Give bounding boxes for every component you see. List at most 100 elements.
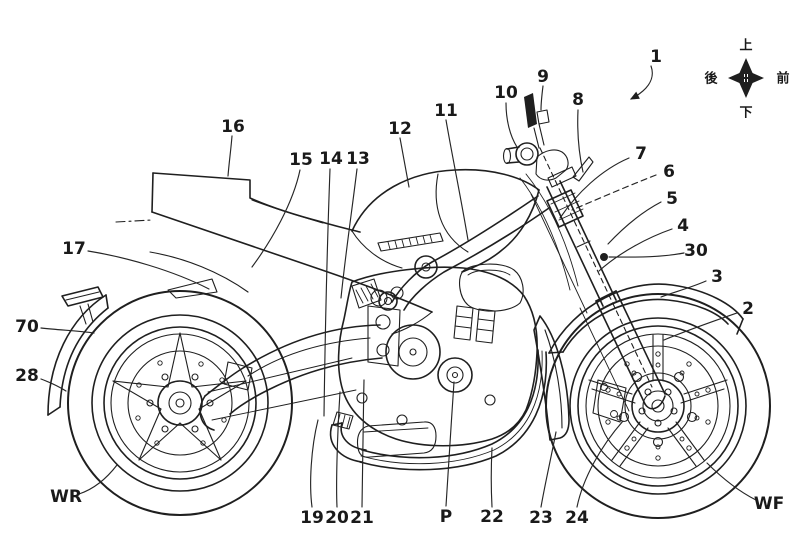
compass-rear-label: 後 bbox=[704, 71, 718, 87]
inner-fender-tip bbox=[167, 278, 218, 299]
leader-14 bbox=[323, 168, 331, 417]
leader-2 bbox=[663, 312, 738, 341]
leader-3 bbox=[660, 280, 707, 298]
throttle-body bbox=[475, 308, 496, 344]
leader-wf bbox=[706, 462, 757, 501]
leader-p bbox=[445, 381, 455, 507]
part-label-5: 5 bbox=[666, 189, 678, 209]
part-label-14: 14 bbox=[319, 149, 343, 169]
leader-13 bbox=[340, 168, 358, 299]
cylinder-block bbox=[351, 278, 382, 309]
front-hub-bolts bbox=[618, 371, 698, 448]
leader-21 bbox=[361, 379, 365, 508]
engine bbox=[337, 263, 538, 447]
airbox-cover bbox=[459, 263, 524, 312]
tail-cowl bbox=[115, 172, 433, 335]
leader-23 bbox=[540, 431, 557, 508]
front-brake-caliper bbox=[592, 379, 627, 423]
throttle-body bbox=[453, 305, 474, 341]
triple-clamp bbox=[546, 189, 584, 228]
leader-19 bbox=[310, 419, 319, 508]
part-label-28: 28 bbox=[15, 366, 39, 386]
part-label-2: 2 bbox=[742, 299, 754, 319]
part-label-11: 11 bbox=[434, 101, 458, 121]
rear-spokes bbox=[112, 332, 247, 461]
part-label-3: 3 bbox=[711, 267, 723, 287]
rear-brake-caliper bbox=[223, 361, 253, 391]
rear-hugger-reflector bbox=[47, 251, 249, 416]
turn-signal bbox=[524, 93, 550, 149]
cable bbox=[525, 173, 579, 287]
part-label-21: 21 bbox=[350, 508, 374, 528]
pivot-plate bbox=[367, 305, 401, 367]
reflector-plate bbox=[61, 286, 104, 307]
leader-28 bbox=[40, 378, 67, 392]
part-label-70: 70 bbox=[15, 317, 39, 337]
compass-down-label: 下 bbox=[739, 106, 752, 121]
leader-30 bbox=[608, 252, 685, 258]
exhaust-elbow bbox=[329, 424, 363, 463]
part-label-p: P bbox=[440, 507, 452, 527]
part-label-8: 8 bbox=[572, 90, 584, 110]
leader-12 bbox=[399, 137, 410, 188]
part-label-20: 20 bbox=[325, 508, 349, 528]
leader-20 bbox=[336, 391, 341, 508]
part-label-23: 23 bbox=[529, 508, 553, 528]
leader-4 bbox=[598, 228, 673, 272]
part-label-10: 10 bbox=[494, 83, 518, 103]
part-label-22: 22 bbox=[480, 507, 504, 527]
leader-70 bbox=[40, 327, 95, 334]
part-label-7: 7 bbox=[635, 144, 647, 164]
leader-24 bbox=[576, 420, 624, 508]
chain-lower bbox=[211, 389, 357, 421]
part-label-1: 1 bbox=[650, 47, 662, 67]
lower-cowl bbox=[533, 315, 570, 441]
leader-7 bbox=[559, 157, 630, 219]
fuel-tank bbox=[351, 168, 540, 273]
leader-lines bbox=[40, 65, 757, 508]
pump-cover bbox=[437, 357, 473, 393]
part-label-16: 16 bbox=[221, 117, 245, 137]
part-label-17: 17 bbox=[62, 239, 86, 259]
swingarm bbox=[199, 324, 383, 431]
exhaust-bracket bbox=[332, 411, 354, 430]
compass-rose: 上 下 前 後 bbox=[704, 39, 789, 121]
part-label-6: 6 bbox=[663, 162, 675, 182]
motorcycle-drawing bbox=[47, 93, 771, 519]
leader-11 bbox=[445, 119, 469, 241]
part-label-15: 15 bbox=[289, 150, 313, 170]
chain-upper bbox=[207, 357, 353, 393]
part-label-9: 9 bbox=[537, 67, 549, 87]
front-disc-holes bbox=[605, 351, 711, 461]
seat-rail bbox=[377, 232, 444, 252]
upper-clamp bbox=[547, 166, 577, 188]
part-label-wr: WR bbox=[50, 487, 82, 507]
headlight bbox=[502, 142, 569, 181]
part-label-24: 24 bbox=[565, 508, 589, 528]
front-wheel bbox=[545, 293, 771, 519]
part-label-30: 30 bbox=[684, 241, 708, 261]
hidden-edge-dashes bbox=[115, 219, 153, 223]
leader-16 bbox=[227, 135, 233, 177]
exhaust-system bbox=[329, 349, 548, 471]
steering-axis bbox=[539, 147, 653, 388]
part-labels: 1 2 3 4 5 6 7 8 9 10 11 12 13 14 15 16 1… bbox=[15, 47, 784, 528]
leader-wr bbox=[78, 464, 118, 495]
part-label-12: 12 bbox=[388, 119, 412, 139]
leader-5 bbox=[607, 201, 662, 245]
compass-front-label: 前 bbox=[776, 71, 789, 87]
cable bbox=[519, 177, 571, 291]
part-label-19: 19 bbox=[300, 508, 324, 528]
leader-1 bbox=[629, 65, 653, 100]
compass-up-label: 上 bbox=[739, 39, 752, 54]
steering-bracket bbox=[572, 156, 594, 182]
leader-15 bbox=[251, 169, 301, 268]
fork-bolt bbox=[600, 253, 608, 261]
rear-brake-disc-bolts bbox=[135, 360, 227, 446]
leader-17 bbox=[87, 250, 210, 290]
leader-9 bbox=[540, 85, 544, 111]
clutch-cover bbox=[385, 324, 441, 380]
part-label-13: 13 bbox=[346, 149, 370, 169]
